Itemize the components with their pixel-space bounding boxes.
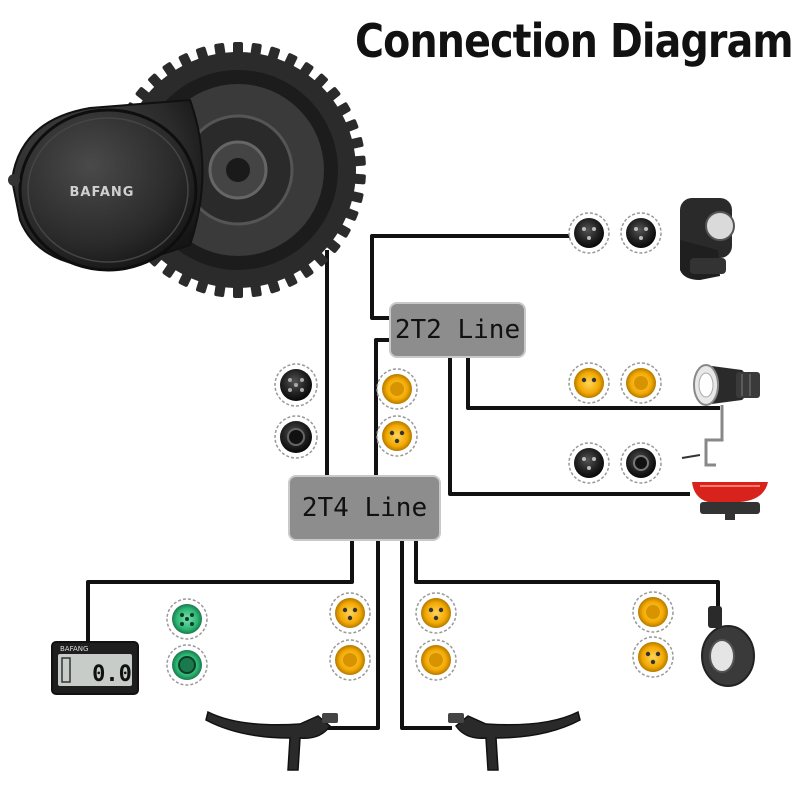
head-light — [681, 364, 760, 467]
display-brand-label: BAFANG — [60, 645, 88, 653]
t2-to-t4-cable — [374, 338, 393, 478]
tail-light — [692, 482, 768, 520]
throttle-cable — [370, 234, 575, 320]
lcd-display: BAFANG 0.0 — [51, 641, 139, 695]
connector-pair-2t2 — [376, 368, 418, 457]
display-reading: 0.0 — [92, 662, 132, 687]
sensor-cable — [414, 541, 720, 610]
cable-2t4-line-label: 2T4 Line — [288, 475, 441, 541]
diagram-title: Connection Diagram — [355, 14, 794, 68]
cable-2t2-line-text: 2T2 Line — [394, 315, 521, 345]
connector-pair-sensor — [632, 591, 674, 678]
speed-sensor — [701, 606, 755, 687]
thumb-throttle — [680, 198, 735, 280]
taillight-cable — [448, 358, 690, 496]
headlight-cable — [466, 358, 720, 410]
right-brake-cable — [400, 541, 452, 730]
right-brake-lever — [448, 710, 581, 771]
left-brake-cable — [325, 541, 380, 730]
left-brake-lever — [205, 710, 338, 771]
cable-wiring — [86, 234, 720, 730]
connector-pair-throttle — [568, 212, 662, 254]
connector-pair-left-brake — [329, 592, 371, 681]
connector-pair-display — [166, 598, 208, 686]
connector-pair-right-brake — [415, 592, 457, 681]
mid-drive-motor: BAFANG — [8, 42, 366, 298]
cable-2t4-line-text: 2T4 Line — [301, 493, 428, 523]
motor-brand-label: BAFANG — [70, 185, 135, 200]
motor-housing: BAFANG — [8, 98, 204, 272]
cable-2t2-line-label: 2T2 Line — [389, 302, 526, 358]
connector-pair-headlight — [568, 362, 662, 404]
connector-pair-motor — [274, 363, 318, 459]
display-cable — [86, 541, 354, 645]
connector-pair-taillight — [568, 442, 662, 484]
